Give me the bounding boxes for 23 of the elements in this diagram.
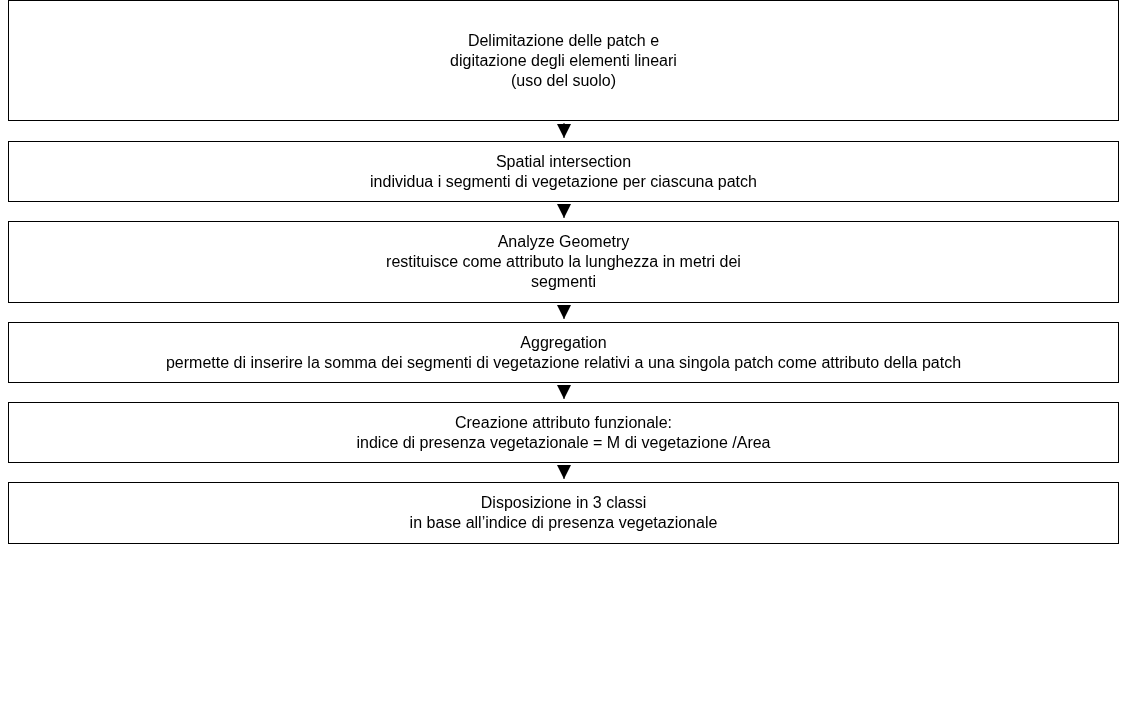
arrow xyxy=(557,122,571,139)
process-box xyxy=(8,402,1119,463)
step-title: Aggregation xyxy=(520,332,607,353)
step-description: indice di presenza vegetazionale = M di vegetazione /Area xyxy=(356,432,771,453)
step-description: individua i segmenti di vegetazione per ciascuna patch xyxy=(370,171,757,192)
process-box xyxy=(8,0,1119,121)
process-box xyxy=(8,482,1119,544)
arrow xyxy=(557,304,571,320)
step-title: Analyze Geometry xyxy=(497,232,630,252)
process-box xyxy=(8,322,1119,383)
process-box xyxy=(8,221,1119,303)
step-description: restituisce come attributo la lunghezza in metri dei segmenti xyxy=(385,252,742,292)
step-title: Delimitazione delle patch e digitazione degli elementi lineari xyxy=(449,30,678,71)
step-description: permette di inserire la somma dei segmenti di vegetazione relativi a una singola patch come attributo della patch xyxy=(165,352,962,373)
arrow xyxy=(557,203,571,219)
step-title: Creazione attributo funzionale: xyxy=(455,412,672,433)
process-box xyxy=(8,141,1119,202)
step-description: (uso del suolo) xyxy=(511,70,616,91)
step-title: Spatial intersection xyxy=(495,151,632,172)
step-description: in base all’indice di presenza vegetazionale xyxy=(409,513,718,533)
arrow xyxy=(557,384,571,400)
arrow xyxy=(557,464,571,480)
step-title: Disposizione in 3 classi xyxy=(480,493,647,513)
